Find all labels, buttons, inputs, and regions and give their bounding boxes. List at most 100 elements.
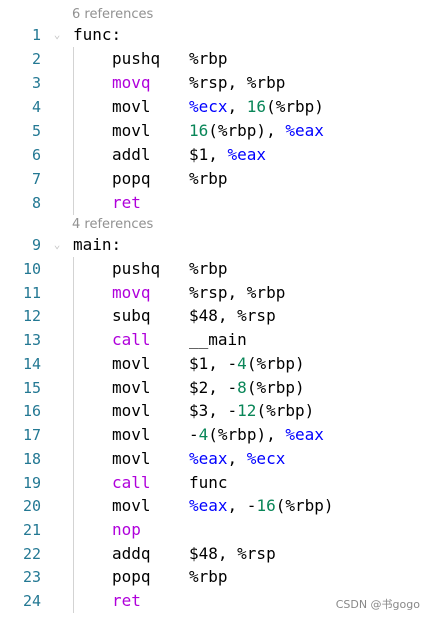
instruction-operands: $3, -12(%rbp) <box>189 399 314 423</box>
code-line-func-label[interactable]: 1 ⌄ func: <box>0 23 428 47</box>
code-line[interactable]: 3 movq %rsp, %rbp <box>0 71 428 95</box>
line-number: 23 <box>22 568 41 586</box>
line-number: 15 <box>22 379 41 397</box>
instruction-operands: %rbp <box>189 47 228 71</box>
instruction-mnemonic: subq <box>112 306 151 325</box>
line-number: 20 <box>22 497 41 515</box>
operand-token: %rsp, %rbp <box>189 73 286 92</box>
operand-token: $3, - <box>189 401 238 420</box>
operand-token: , <box>227 449 247 468</box>
number-token: 16 <box>246 97 267 116</box>
operand-token: $48, %rsp <box>189 544 276 563</box>
code-line[interactable]: 16 movl $3, -12(%rbp) <box>0 399 428 423</box>
chevron-down-icon[interactable]: ⌄ <box>53 238 61 251</box>
operand-token: (%rbp), <box>208 121 286 140</box>
code-line-main-label[interactable]: 9 ⌄ main: <box>0 233 428 257</box>
instruction-operands: -4(%rbp), %eax <box>189 423 324 447</box>
instruction-operands: %ecx, 16(%rbp) <box>189 95 324 119</box>
instruction-mnemonic: nop <box>112 520 141 539</box>
line-number: 19 <box>22 474 41 492</box>
operand-token: %rbp <box>189 567 228 586</box>
chevron-down-icon[interactable]: ⌄ <box>53 28 61 41</box>
line-number: 9 <box>31 236 41 254</box>
instruction-operands: %eax, %ecx <box>189 447 285 471</box>
operand-token: $48, %rsp <box>189 306 276 325</box>
number-token: 16 <box>189 121 209 140</box>
instruction-operands: %rsp, %rbp <box>189 281 285 305</box>
instruction-operands: $1, %eax <box>189 143 266 167</box>
indent-guide <box>73 257 74 613</box>
instruction-mnemonic: pushq <box>112 259 161 278</box>
operand-token: , - <box>227 496 257 515</box>
instruction-mnemonic: movl <box>112 97 151 116</box>
code-line[interactable]: 6 addl $1, %eax <box>0 143 428 167</box>
number-token: 12 <box>237 401 257 420</box>
line-number: 1 <box>31 26 41 44</box>
codelens-func-references[interactable]: 6 references <box>72 7 154 22</box>
code-line[interactable]: 23 popq %rbp <box>0 565 428 589</box>
line-number: 21 <box>22 521 41 539</box>
operand-token: (%rbp) <box>256 401 315 420</box>
instruction-operands: %rsp, %rbp <box>189 71 285 95</box>
instruction-operands: $48, %rsp <box>189 542 276 566</box>
operand-token: , <box>227 97 247 116</box>
instruction-mnemonic: call <box>112 473 151 492</box>
register-token: %ecx <box>189 97 228 116</box>
operand-token: (%rbp) <box>246 378 305 397</box>
code-line[interactable]: 22 addq $48, %rsp <box>0 542 428 566</box>
instruction-mnemonic: movq <box>112 73 151 92</box>
instruction-operands: $48, %rsp <box>189 304 276 328</box>
code-line[interactable]: 20 movl %eax, -16(%rbp) <box>0 494 428 518</box>
operand-token: (%rbp) <box>246 354 305 373</box>
line-number: 24 <box>22 592 41 610</box>
code-line[interactable]: 21 nop <box>0 518 428 542</box>
instruction-mnemonic: popq <box>112 567 151 586</box>
operand-token: (%rbp) <box>266 97 324 116</box>
codelens-main-references[interactable]: 4 references <box>72 217 154 232</box>
instruction-mnemonic: movq <box>112 283 151 302</box>
line-number: 13 <box>22 331 41 349</box>
instruction-operands: %rbp <box>189 565 228 589</box>
line-number: 22 <box>22 545 41 563</box>
line-number: 6 <box>31 146 41 164</box>
line-number: 16 <box>22 402 41 420</box>
instruction-mnemonic: movl <box>112 401 151 420</box>
line-number: 5 <box>31 122 41 140</box>
operand-token: func <box>189 473 228 492</box>
instruction-mnemonic: popq <box>112 169 151 188</box>
operand-token: %rsp, %rbp <box>189 283 286 302</box>
instruction-mnemonic: ret <box>112 193 141 212</box>
indent-guide <box>73 47 74 215</box>
line-number: 4 <box>31 98 41 116</box>
line-number: 3 <box>31 74 41 92</box>
instruction-operands: 16(%rbp), %eax <box>189 119 324 143</box>
instruction-mnemonic: movl <box>112 496 151 515</box>
instruction-operands: %rbp <box>189 167 228 191</box>
label-func: func: <box>73 25 122 44</box>
instruction-mnemonic: addq <box>112 544 151 563</box>
register-token: %eax <box>227 145 267 164</box>
instruction-operands: %rbp <box>189 257 228 281</box>
operand-token: - <box>189 425 199 444</box>
instruction-operands: %eax, -16(%rbp) <box>189 494 334 518</box>
instruction-mnemonic: addl <box>112 145 151 164</box>
watermark: CSDN @书gogo <box>335 598 420 611</box>
line-number: 18 <box>22 450 41 468</box>
code-line[interactable]: 4 movl %ecx, 16(%rbp) <box>0 95 428 119</box>
line-number: 2 <box>31 50 41 68</box>
code-line[interactable]: 19 call func <box>0 471 428 495</box>
